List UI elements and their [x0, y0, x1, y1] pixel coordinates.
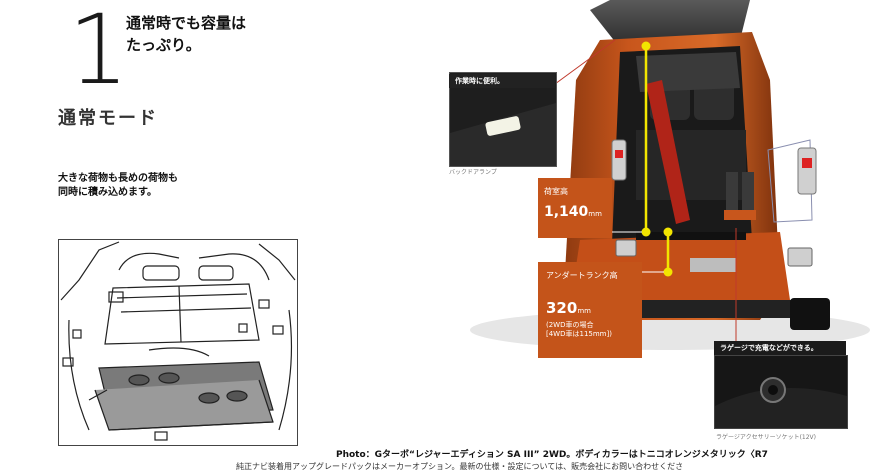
lamp-leader-line	[554, 39, 616, 85]
lamp-inset-label: 作業時に便利。	[449, 74, 555, 88]
under-trunk-note-1: (2WD車の場合	[546, 321, 594, 329]
cargo-illustration	[58, 239, 298, 446]
cargo-line-drawing	[60, 241, 296, 441]
under-trunk-number: 320	[546, 299, 578, 317]
section-headline: 通常時でも容量は たっぷり。	[126, 12, 246, 56]
load-height-label: 荷室高	[544, 187, 568, 196]
load-height-number: 1,140	[544, 204, 589, 220]
lamp-inset-caption: バックドアランプ	[449, 169, 497, 176]
under-trunk-note-2: [4WD車は115mm])	[546, 330, 612, 338]
load-height-value: 1,140mm	[544, 202, 606, 224]
under-trunk-label: アンダートランク高	[546, 271, 618, 280]
section-number: 1	[68, 0, 129, 106]
description-line-1: 大きな荷物も長めの荷物も	[58, 173, 178, 184]
socket-inset-caption: ラゲージアクセサリーソケット(12V)	[716, 434, 817, 441]
footnote: 純正ナビ装着用アップグレードパックはメーカーオプション。最新の仕様・設定について…	[236, 462, 684, 471]
under-trunk-top-marker	[663, 227, 673, 237]
load-height-top-marker	[641, 41, 651, 51]
description-line-2: 同時に積み込めます。	[58, 187, 157, 198]
under-trunk-value: 320mm	[546, 298, 634, 321]
photo-credit: Photo：Gターボ“レジャーエディション SA III” 2WD。ボディカラー…	[336, 450, 768, 460]
socket-photo	[715, 356, 847, 428]
mode-title: 通常モード	[58, 108, 158, 129]
load-height-spec: 荷室高 1,140mm	[538, 178, 612, 238]
lamp-photo	[450, 73, 556, 166]
load-height-unit: mm	[588, 210, 602, 218]
under-trunk-unit: mm	[577, 307, 591, 315]
socket-inset	[714, 355, 848, 429]
socket-inset-label: ラゲージで充電などができる。	[714, 341, 846, 355]
headline-line-2: たっぷり。	[126, 36, 201, 54]
under-trunk-spec: アンダートランク高 320mm (2WD車の場合 [4WD車は115mm])	[538, 262, 642, 358]
under-trunk-bottom-marker	[663, 267, 673, 277]
headline-line-1: 通常時でも容量は	[126, 14, 247, 32]
mode-description: 大きな荷物も長めの荷物も 同時に積み込めます。	[58, 172, 178, 200]
load-height-bottom-marker	[641, 227, 651, 237]
